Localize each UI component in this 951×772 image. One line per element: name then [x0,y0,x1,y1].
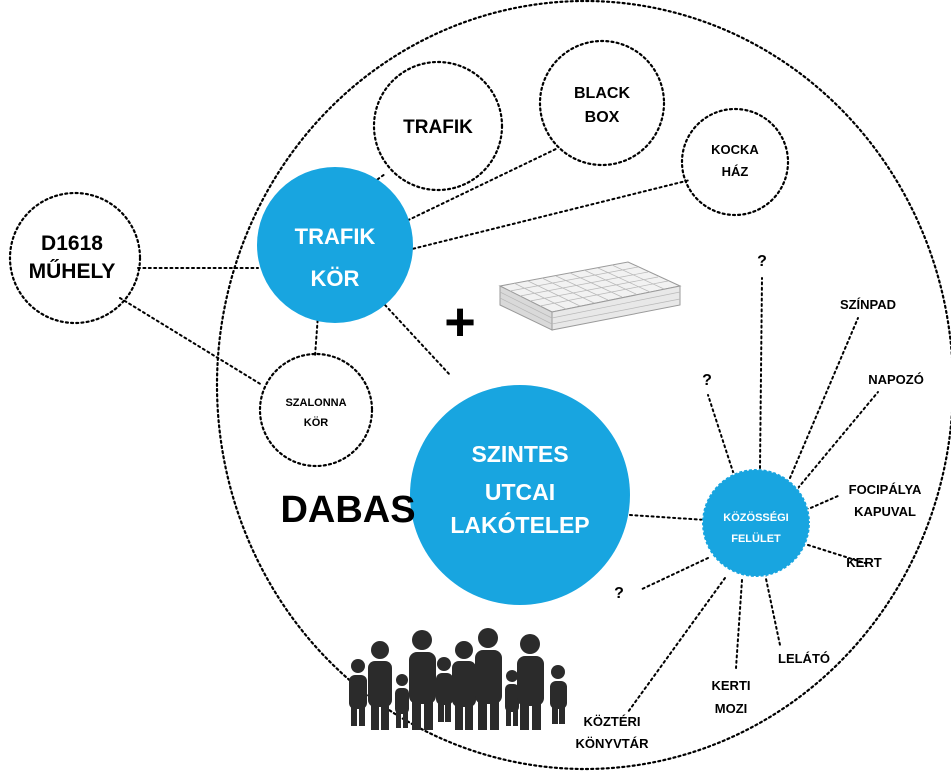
focipalya-label-2: KAPUVAL [854,504,916,519]
kerti-mozi-label-1: KERTI [712,678,751,693]
black-box-label-1: BLACK [574,85,630,102]
kerti-mozi-label-2: MOZI [715,701,748,716]
trafik-circle[interactable] [372,60,504,192]
d1618-circle[interactable] [8,191,142,325]
szintes-label-2: UTCAI [485,479,555,505]
family-silhouette-icon [349,628,567,730]
lelato-label: LELÁTÓ [778,651,830,666]
trafik-kor-label-1: TRAFIK [295,224,376,249]
question-mark-top: ? [757,253,767,270]
dabas-outer-circle [216,0,951,770]
kozossegi-label-1: KÖZÖSSÉGI [723,511,788,524]
napozo-label: NAPOZÓ [868,372,924,387]
kozteri-label-1: KÖZTÉRI [583,714,640,729]
trafik-kor-circle[interactable] [257,167,413,323]
szinpad-label: SZÍNPAD [840,297,896,312]
szintes-label-1: SZINTES [471,441,568,467]
szintes-label-3: LAKÓTELEP [450,511,589,538]
building-block-icon [498,261,682,331]
kozossegi-label-2: FELÜLET [731,532,781,545]
d1618-label-1: D1618 [41,232,103,255]
szintes-circle[interactable] [410,385,630,605]
connection-lines [119,147,879,713]
kozossegi-circle[interactable] [701,468,811,578]
kert-label: KERT [846,555,881,570]
focipalya-label-1: FOCIPÁLYA [849,482,922,497]
szalonna-label-2: KÖR [304,416,329,429]
question-mark-bottom: ? [614,585,624,602]
dabas-label: DABAS [280,489,415,531]
kocka-haz-label-1: KOCKA [711,142,759,157]
plus-sign: + [444,292,476,352]
szalonna-label-1: SZALONNA [285,397,346,409]
black-box-circle[interactable] [538,39,666,167]
trafik-label: TRAFIK [403,117,473,138]
d1618-label-2: MŰHELY [29,260,116,283]
question-mark-left: ? [702,372,712,389]
trafik-kor-label-2: KÖR [311,266,360,291]
kocka-haz-label-2: HÁZ [722,164,749,179]
szalonna-circle[interactable] [258,352,374,468]
black-box-label-2: BOX [585,109,620,126]
kocka-haz-circle[interactable] [680,107,790,217]
kozteri-label-2: KÖNYVTÁR [576,736,650,751]
